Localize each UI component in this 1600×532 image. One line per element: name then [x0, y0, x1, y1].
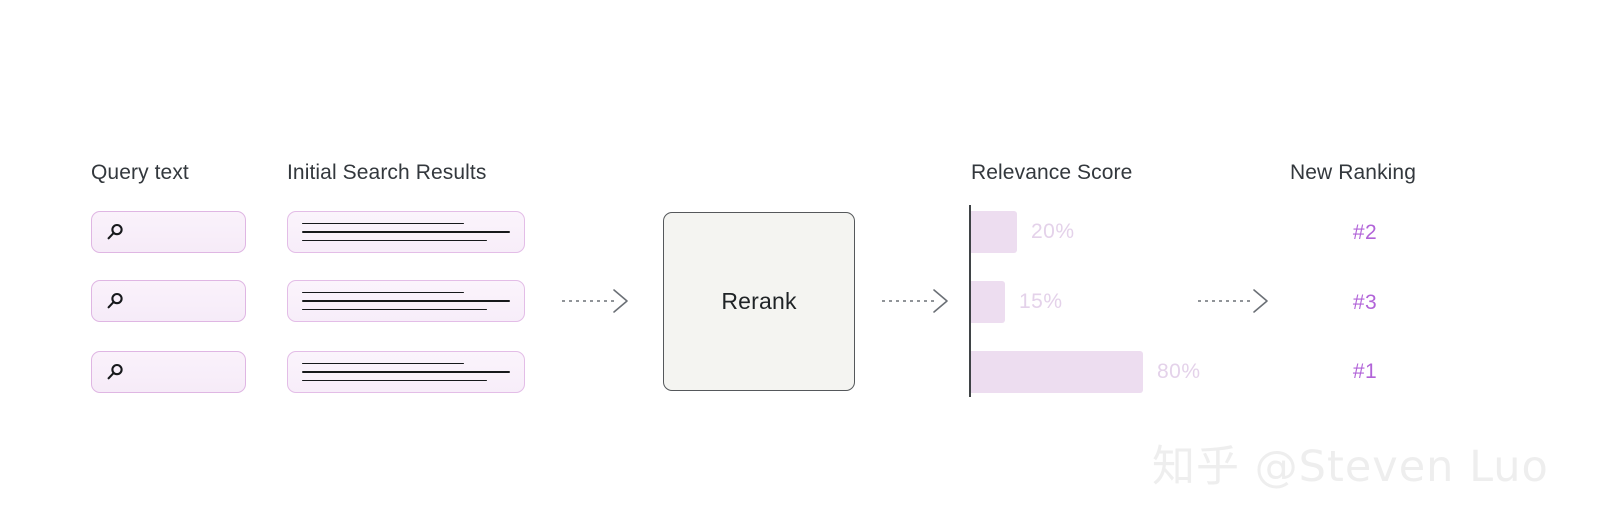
column-header-query-text: Query text: [91, 161, 189, 184]
result-text-line: [302, 231, 510, 233]
chart-bar-row: 15%: [971, 281, 1063, 323]
column-header-relevance-score: Relevance Score: [971, 161, 1133, 184]
rerank-label: Rerank: [721, 288, 797, 314]
column-header-new-ranking: New Ranking: [1290, 161, 1416, 184]
query-input-box[interactable]: [91, 351, 246, 393]
new-ranking-label: #2: [1352, 221, 1378, 244]
chart-bar-row: 80%: [971, 351, 1201, 393]
search-icon: [105, 362, 125, 382]
result-text-line: [302, 379, 488, 382]
chart-bar-value: 80%: [1157, 360, 1201, 383]
chart-bar: [971, 211, 1017, 253]
chart-axis-line: [969, 205, 971, 397]
new-ranking-label: #1: [1352, 360, 1378, 383]
result-text-line: [302, 222, 465, 225]
result-text-line: [302, 371, 510, 373]
query-input-box[interactable]: [91, 280, 246, 322]
result-text-line: [302, 308, 488, 311]
chart-bar-row: 20%: [971, 211, 1075, 253]
chart-bar: [971, 281, 1005, 323]
search-result-card[interactable]: [287, 351, 525, 393]
result-text-line: [302, 300, 510, 302]
result-text-line: [302, 291, 465, 294]
column-header-initial-results: Initial Search Results: [287, 161, 487, 184]
result-text-line: [302, 239, 488, 242]
dotted-arrow-icon: [562, 288, 630, 314]
dotted-arrow-icon: [1198, 288, 1270, 314]
rerank-process-box[interactable]: Rerank: [663, 212, 855, 391]
search-result-card[interactable]: [287, 211, 525, 253]
new-ranking-label: #3: [1352, 291, 1378, 314]
dotted-arrow-icon: [882, 288, 950, 314]
watermark: 知乎 @Steven Luo: [1152, 442, 1549, 492]
relevance-score-chart: 20% 15% 80%: [969, 205, 1201, 397]
search-icon: [105, 291, 125, 311]
chart-bar-value: 15%: [1019, 290, 1063, 313]
chart-bar-value: 20%: [1031, 220, 1075, 243]
result-text-line: [302, 362, 465, 365]
chart-bar: [971, 351, 1143, 393]
search-result-card[interactable]: [287, 280, 525, 322]
query-input-box[interactable]: [91, 211, 246, 253]
search-icon: [105, 222, 125, 242]
